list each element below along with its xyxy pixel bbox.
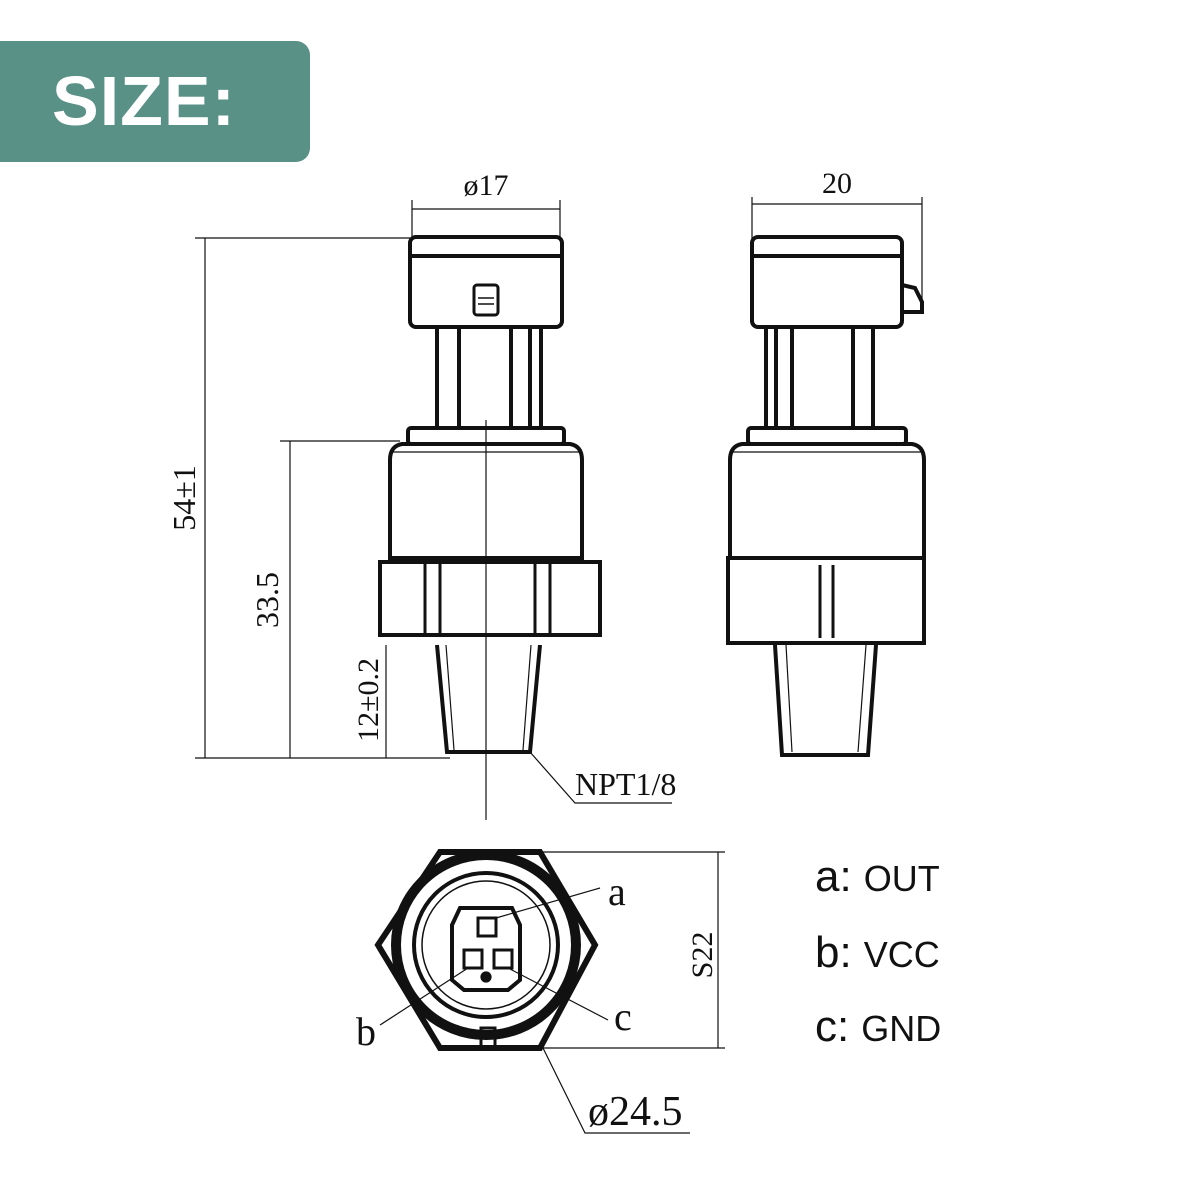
- legend-key: c:: [815, 1002, 850, 1051]
- pin-a-label: a: [608, 869, 626, 914]
- diameter-17-label: ø17: [464, 169, 509, 202]
- overall-height-label: 54±1: [166, 465, 202, 531]
- legend-value: OUT: [863, 858, 940, 899]
- title-badge: [0, 41, 310, 162]
- front-view: [378, 235, 602, 754]
- thread-spec-label: NPT1/8: [575, 766, 676, 802]
- connector-housing: [408, 235, 564, 329]
- width-20-label: 20: [822, 167, 852, 200]
- legend-key: a:: [815, 852, 852, 901]
- legend-value: VCC: [863, 934, 940, 975]
- title-text: SIZE:: [52, 62, 236, 140]
- legend-item-c: c: GND: [815, 1002, 941, 1052]
- bottom-view: [374, 849, 609, 1051]
- body-height-label: 33.5: [249, 572, 285, 628]
- pin-c-label: c: [614, 994, 632, 1039]
- legend-value: GND: [861, 1008, 942, 1049]
- thread-length-label: 12±0.2: [352, 658, 385, 742]
- legend-item-a: a: OUT: [815, 852, 940, 902]
- diameter-24-label: ø24.5: [588, 1089, 683, 1135]
- latch-icon: [472, 283, 500, 317]
- side-view: [726, 235, 926, 757]
- legend-key: b:: [815, 928, 852, 977]
- legend-item-b: b: VCC: [815, 928, 940, 978]
- hex-size-label: S22: [686, 932, 719, 979]
- pin-b-label: b: [356, 1009, 376, 1054]
